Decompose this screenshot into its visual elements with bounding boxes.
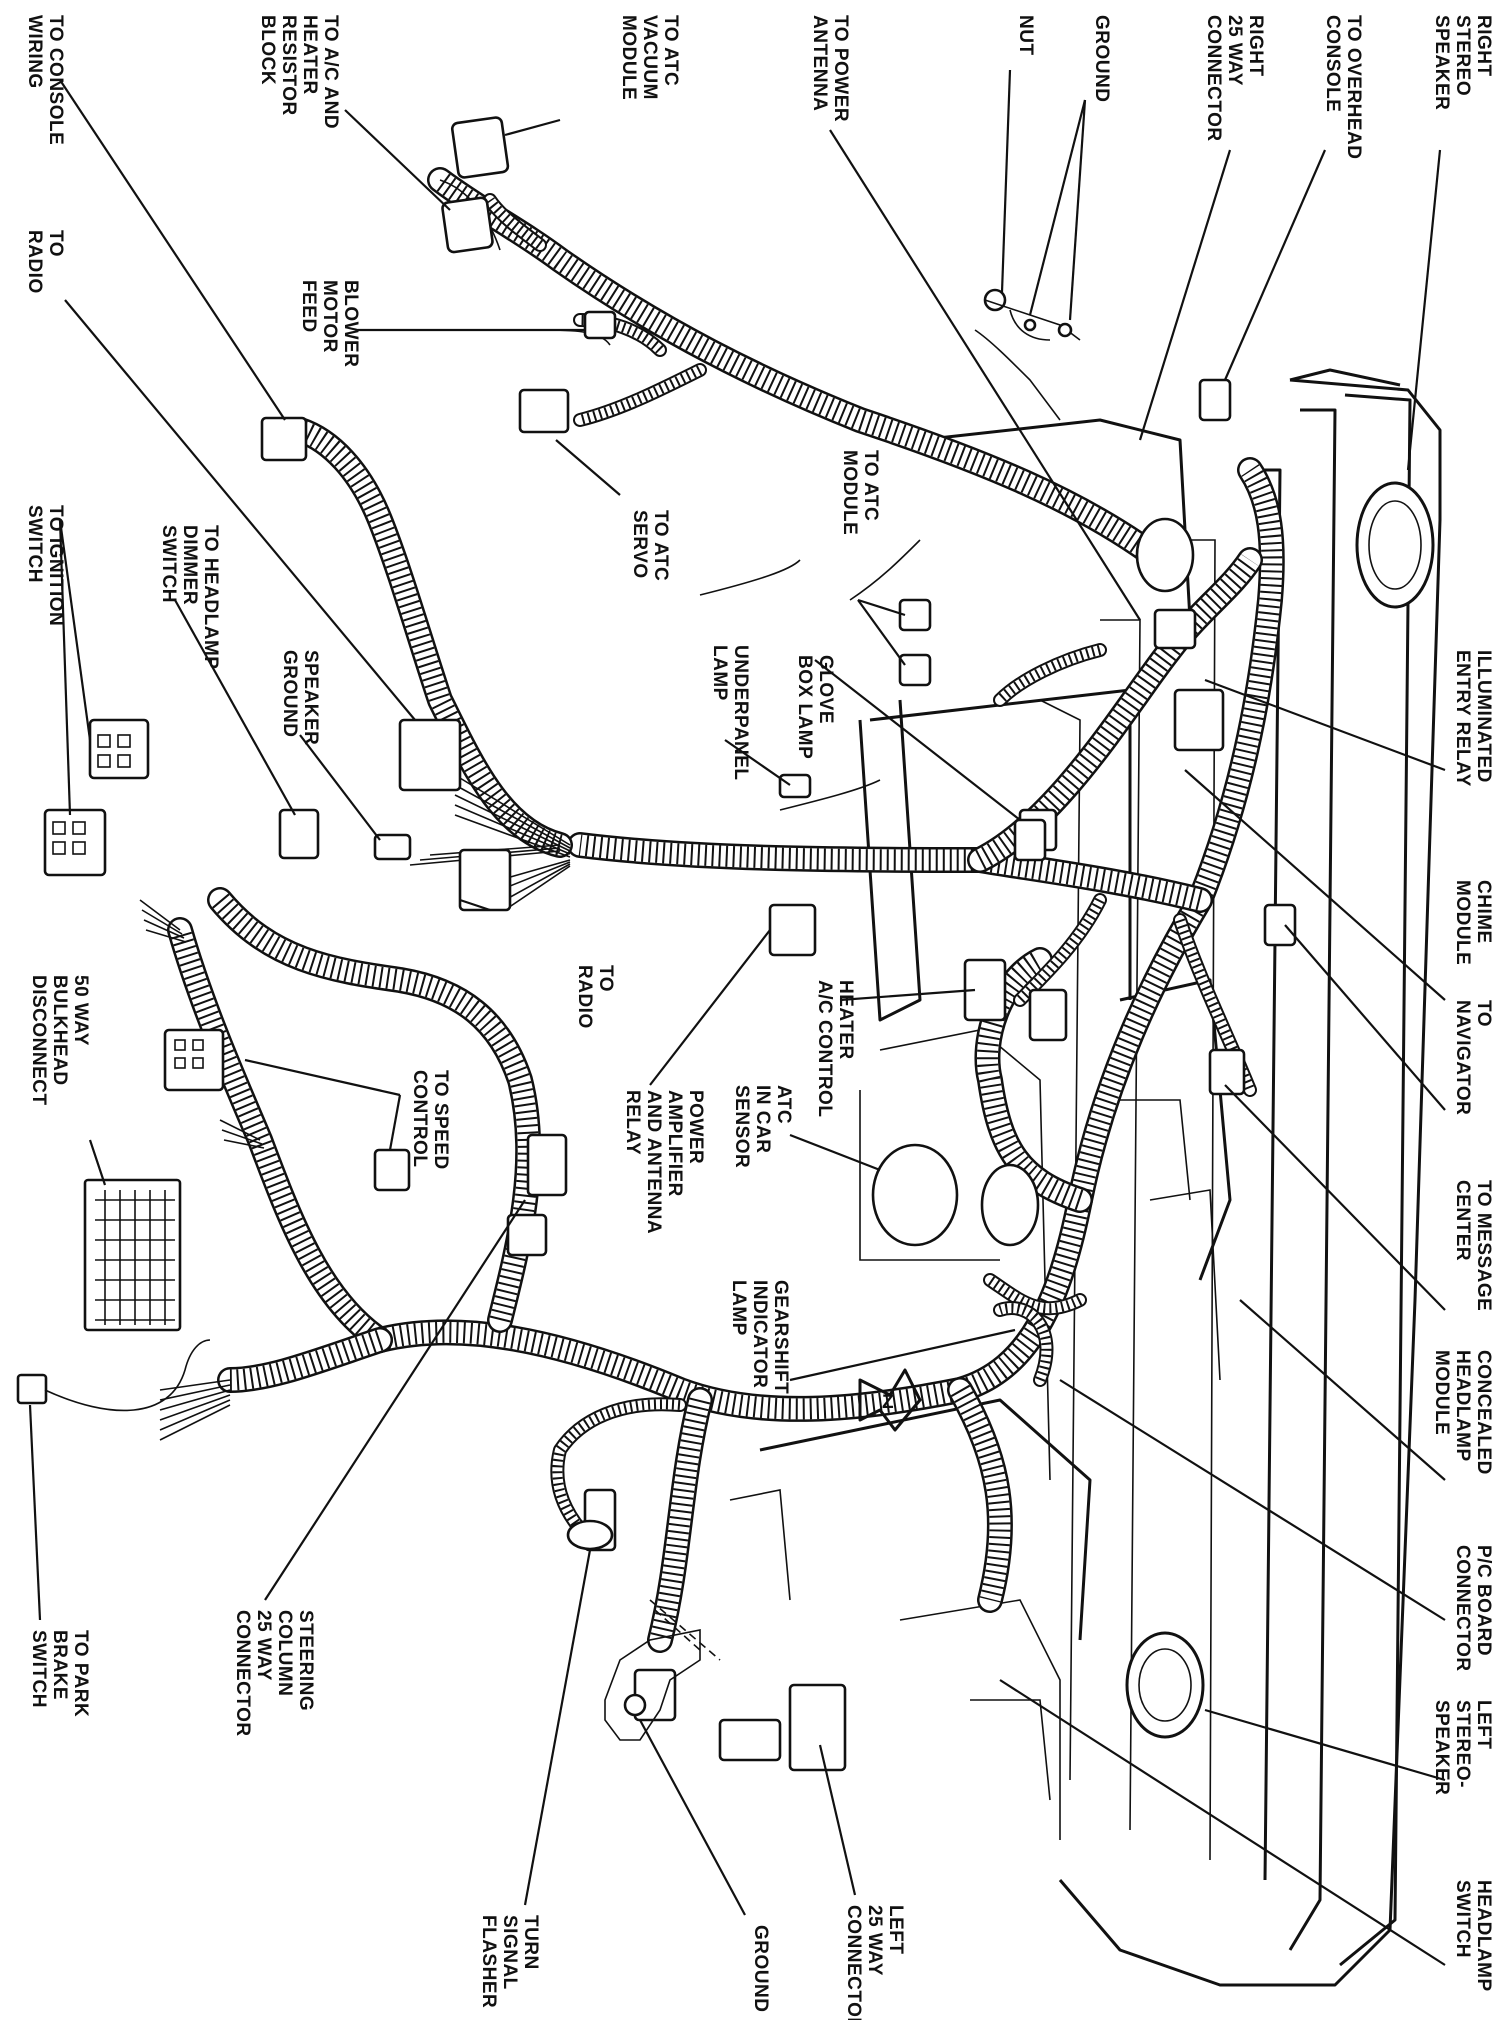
label-to-ac-heater-resistor-block: TO A/C AND HEATER RESISTOR BLOCK xyxy=(257,15,341,135)
label-heater-ac-control: HEATER A/C CONTROL xyxy=(814,980,856,1117)
label-left-stereo-speaker: LEFT STEREO- SPEAKER xyxy=(1431,1700,1494,1795)
label-right-stereo-speaker: RIGHT STEREO SPEAKER xyxy=(1431,15,1494,110)
label-pc-board-connector: P/C BOARD CONNECTOR xyxy=(1452,1545,1494,1672)
left-stereo-speaker-graphic xyxy=(1125,1631,1205,1739)
label-bulkhead-disconnect: 50 WAY BULKHEAD DISCONNECT xyxy=(28,975,91,1106)
label-power-amplifier-antenna-relay: POWER AMPLIFIER AND ANTENNA RELAY xyxy=(622,1090,706,1239)
label-to-overhead-console: TO OVERHEAD CONSOLE xyxy=(1322,15,1364,165)
label-to-atc-servo: TO ATC SERVO xyxy=(629,510,671,587)
label-to-headlamp-dimmer-switch: TO HEADLAMP DIMMER SWITCH xyxy=(158,525,221,675)
label-concealed-headlamp-module: CONCEALED HEADLAMP MODULE xyxy=(1431,1350,1494,1481)
view-arrow-letter: Z xyxy=(882,1392,894,1413)
label-glove-box-lamp: GLOVE BOX LAMP xyxy=(794,655,836,759)
label-headlamp-switch: HEADLAMP SWITCH xyxy=(1452,1880,1494,1997)
label-chime-module: CHIME MODULE xyxy=(1452,880,1494,965)
view-arrow-marker: Z xyxy=(858,1368,922,1432)
label-to-atc-module: TO ATC MODULE xyxy=(839,450,881,535)
label-atc-in-car-sensor: ATC IN CAR SENSOR xyxy=(731,1085,794,1168)
label-to-power-antenna: TO POWER ANTENNA xyxy=(809,15,851,128)
label-to-park-brake-switch: TO PARK BRAKE SWITCH xyxy=(28,1630,91,1723)
label-underpanel-lamp: UNDERPANEL LAMP xyxy=(709,645,751,786)
label-to-navigator: TO NAVIGATOR xyxy=(1452,1000,1494,1115)
connectors xyxy=(16,116,1297,1772)
label-to-speed-control: TO SPEED CONTROL xyxy=(409,1070,451,1176)
label-nut: NUT xyxy=(1015,15,1036,56)
label-ground-top: GROUND xyxy=(1091,15,1112,102)
leader-lines xyxy=(28,69,1446,1966)
label-to-atc-vacuum-module: TO ATC VACUUM MODULE xyxy=(618,15,681,106)
label-to-radio-mid: TO RADIO xyxy=(574,965,616,1029)
main-harness xyxy=(167,167,1285,1653)
label-to-console-wiring: TO CONSOLE WIRING xyxy=(24,15,66,151)
label-ground-bottom: GROUND xyxy=(750,1925,771,2012)
label-gearshift-indicator-lamp: GEARSHIFT INDICATOR LAMP xyxy=(728,1280,791,1400)
label-turn-signal-flasher: TURN SIGNAL FLASHER xyxy=(478,1915,541,2008)
label-to-ignition-switch: TO IGNITION SWITCH xyxy=(24,505,66,632)
connector-pins xyxy=(52,734,204,1325)
label-to-radio-top: TO RADIO xyxy=(24,230,66,294)
label-right-25-way-connector: RIGHT 25 WAY CONNECTOR xyxy=(1203,15,1266,142)
label-to-message-center: TO MESSAGE CENTER xyxy=(1452,1180,1494,1317)
label-left-25-way-connector: LEFT 25 WAY CONNECTOR xyxy=(843,1905,906,2020)
label-blower-motor-feed: BLOWER MOTOR FEED xyxy=(298,280,361,373)
misc-hardware xyxy=(44,288,1081,1741)
label-illuminated-entry-relay: ILLUMINATED ENTRY RELAY xyxy=(1452,650,1494,789)
right-stereo-speaker-graphic xyxy=(1355,481,1435,609)
label-steering-column-25-way: STEERING COLUMN 25 WAY CONNECTOR xyxy=(232,1610,316,1737)
label-speaker-ground: SPEAKER GROUND xyxy=(279,650,321,751)
